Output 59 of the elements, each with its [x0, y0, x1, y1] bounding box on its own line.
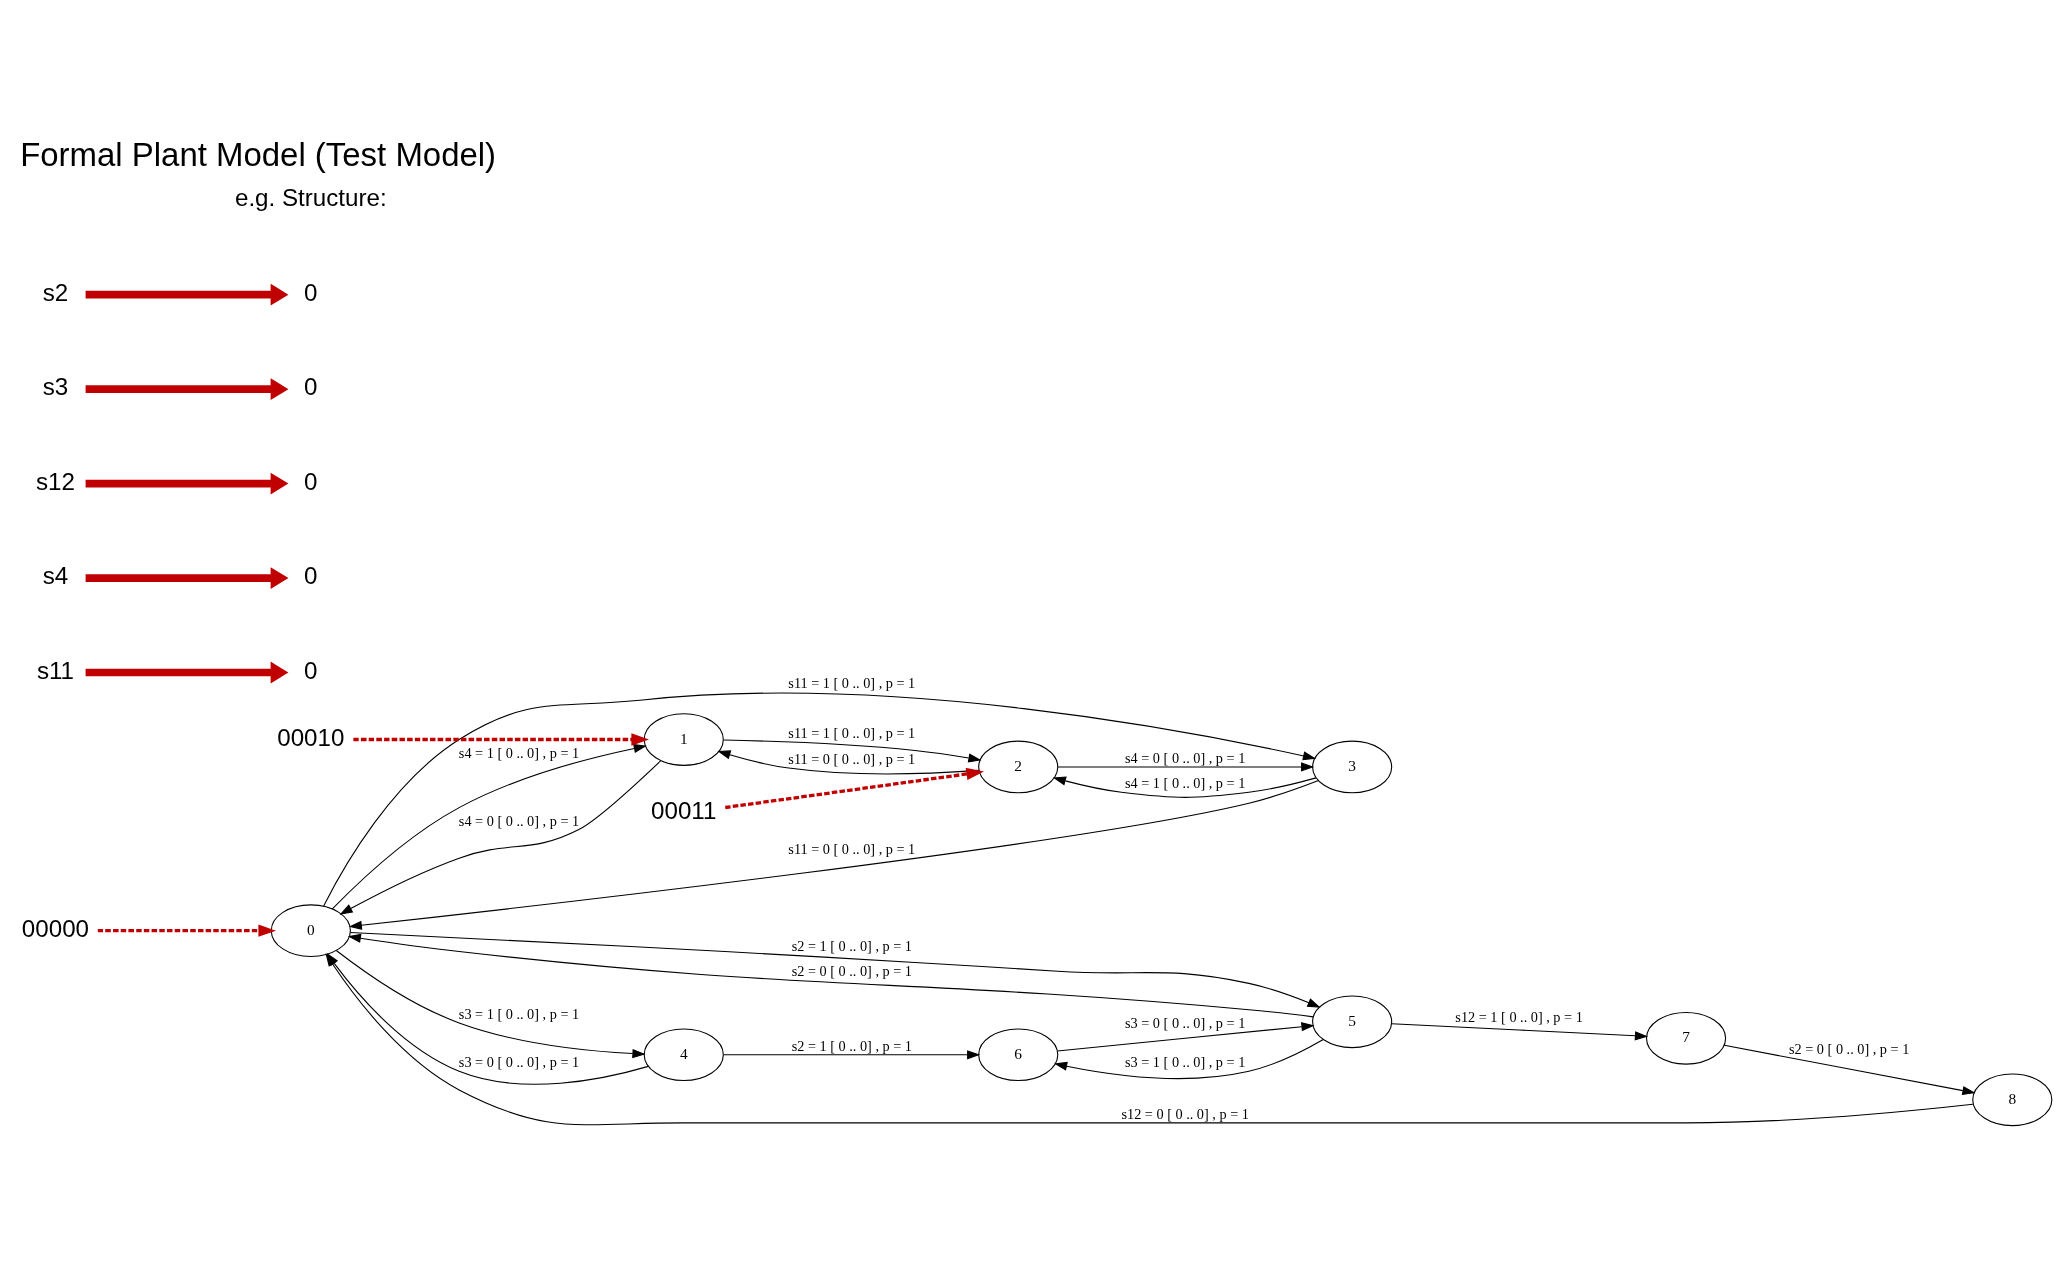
node-text: 0: [304, 656, 318, 684]
node-ellipse: 0: [270, 904, 351, 957]
node-ellipse: 3: [1312, 740, 1393, 794]
edge-label: s2 = 1 [ 0 .. 0] , p = 1: [791, 937, 912, 954]
node-text: 0: [304, 467, 318, 495]
edge-label: s2 = 0 [ 0 .. 0] , p = 1: [791, 963, 912, 980]
arrow: [335, 949, 646, 1059]
arrow: [331, 743, 647, 910]
arrow: [723, 739, 982, 763]
arrow: [1723, 1044, 1976, 1096]
edge-label: s12 = 1 [ 0 .. 0] , p = 1: [1455, 1009, 1583, 1026]
edge-label: s12 = 0 [ 0 .. 0] , p = 1: [1121, 1105, 1249, 1122]
edge-label: s3 = 0 [ 0 .. 0] , p = 1: [458, 1054, 580, 1071]
arrow: [348, 779, 1319, 930]
node-text: s12: [35, 467, 75, 495]
node-text: 00010: [277, 723, 345, 751]
arrow: [1056, 1022, 1315, 1052]
node-text: 00000: [21, 914, 90, 942]
label: e.g. Structure:: [234, 184, 387, 212]
edge-label: s3 = 1 [ 0 .. 0] , p = 1: [1125, 1054, 1246, 1071]
arrow: [353, 733, 649, 746]
node-text: s3: [42, 373, 69, 401]
node-text: 00011: [651, 797, 717, 825]
node-ellipse: 1: [643, 713, 724, 766]
node-text: 0: [304, 562, 318, 590]
edge-label: s11 = 0 [ 0 .. 0] , p = 1: [788, 751, 916, 768]
edge-label: s11 = 0 [ 0 .. 0] , p = 1: [788, 841, 916, 858]
arrow: [1052, 776, 1317, 798]
edge-label: s11 = 1 [ 0 .. 0] , p = 1: [788, 675, 916, 692]
node-text: s4: [42, 562, 69, 590]
arrow: [725, 767, 984, 810]
node-ellipse: 7: [1645, 1011, 1727, 1065]
arrow: [1391, 1023, 1649, 1041]
edge-label: s4 = 0 [ 0 .. 0] , p = 1: [1125, 750, 1246, 767]
edge-label: s4 = 1 [ 0 .. 0] , p = 1: [458, 744, 580, 761]
edge-label: s3 = 1 [ 0 .. 0] , p = 1: [458, 1005, 580, 1022]
node-ellipse: 6: [978, 1028, 1059, 1082]
edge-label: s4 = 0 [ 0 .. 0] , p = 1: [458, 812, 580, 829]
node-ellipse: 2: [978, 740, 1059, 794]
arrow: [339, 760, 662, 915]
node-text: 0: [304, 373, 318, 401]
node-ellipse: 5: [1312, 995, 1393, 1049]
edge-label: s4 = 1 [ 0 .. 0] , p = 1: [1125, 775, 1246, 792]
edge-label: s2 = 0 [ 0 .. 0] , p = 1: [1789, 1041, 1910, 1058]
node-text: s11: [36, 656, 75, 684]
arrow: [97, 924, 276, 937]
arrow: [1054, 1038, 1324, 1079]
node-text: s2: [42, 278, 69, 306]
diagram-title: Formal Plant Model (Test Model): [20, 136, 497, 174]
arrow: [1057, 762, 1315, 772]
edge-label: s3 = 0 [ 0 .. 0] , p = 1: [1125, 1014, 1246, 1031]
node-ellipse: 4: [643, 1028, 724, 1082]
arrow: [723, 1050, 981, 1060]
edge-label: s2 = 1 [ 0 .. 0] , p = 1: [791, 1037, 912, 1054]
node-ellipse: 8: [1972, 1073, 2053, 1127]
arrow: [323, 692, 1317, 907]
node-text: 0: [304, 278, 318, 306]
edge-label: s11 = 1 [ 0 .. 0] , p = 1: [788, 724, 916, 741]
arrow: [717, 750, 980, 775]
